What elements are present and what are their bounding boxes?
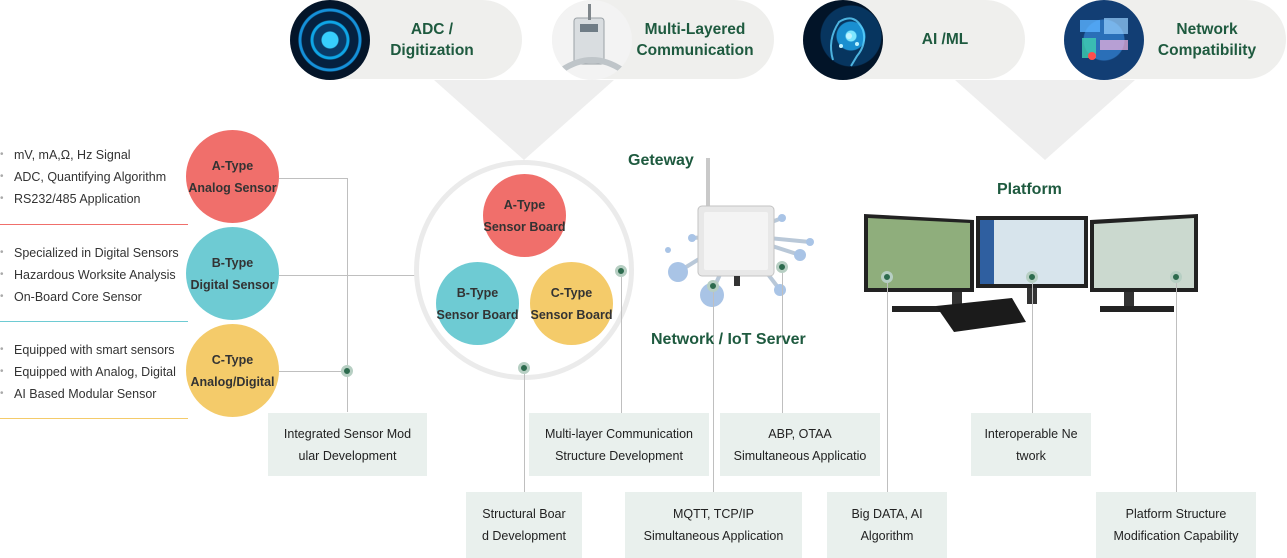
connector: [1176, 283, 1177, 492]
feature-list-a: mV, mA,Ω, Hz Signal ADC, Quantifying Alg…: [0, 144, 166, 210]
feature-item: On-Board Core Sensor: [0, 286, 179, 308]
connector-dot: [1026, 271, 1038, 283]
board-circle-c: C-Type Sensor Board: [530, 262, 613, 345]
board-circle-b: B-Type Sensor Board: [436, 262, 519, 345]
left-chevron: [434, 80, 614, 160]
connector: [524, 374, 525, 492]
capability-multilayer: Multi-layer Communication Structure Deve…: [529, 413, 709, 476]
pill-label-network: Network Compatibility: [1157, 20, 1257, 59]
divider-c: [0, 418, 188, 419]
connector: [621, 277, 622, 413]
connector-dot: [518, 362, 530, 374]
divider-a: [0, 224, 188, 225]
right-chevron: [955, 80, 1135, 160]
feature-item: mV, mA,Ω, Hz Signal: [0, 144, 166, 166]
connector: [347, 178, 348, 412]
gateway-label: Geteway: [628, 152, 694, 169]
sensor-circle-c: C-Type Analog/Digital: [186, 324, 279, 417]
feature-item: Hazardous Worksite Analysis: [0, 264, 179, 286]
feature-item: Equipped with smart sensors: [0, 339, 176, 361]
feature-item: AI Based Modular Sensor: [0, 383, 176, 405]
connector: [713, 292, 714, 492]
chip-circuit-icon: [290, 0, 370, 80]
capability-interoperable: Interoperable Ne twork: [971, 413, 1091, 476]
divider-b: [0, 321, 188, 322]
connector: [279, 371, 347, 372]
network-label: Network / IoT Server: [651, 331, 806, 348]
connector-dot: [1170, 271, 1182, 283]
feature-item: Equipped with Analog, Digital: [0, 361, 176, 383]
sensor-row-c: Equipped with smart sensors Equipped wit…: [0, 325, 290, 419]
gateway-device-icon: [640, 150, 830, 310]
capability-structural-board: Structural Boar d Development: [466, 492, 582, 558]
platform-label: Platform: [997, 181, 1062, 198]
connector-dot: [776, 261, 788, 273]
antenna-device-icon: [552, 0, 632, 80]
pill-label-communication: Multi-Layered Communication: [636, 20, 754, 59]
pill-label-ai: AI /ML: [921, 31, 969, 48]
capability-platform-structure: Platform Structure Modification Capabili…: [1096, 492, 1256, 558]
connector: [1032, 283, 1033, 413]
pill-label-adc: ADC / Digitization: [390, 20, 474, 59]
feature-list-b: Specialized in Digital Sensors Hazardous…: [0, 242, 179, 308]
capability-integrated-sensor: Integrated Sensor Mod ular Development: [268, 413, 427, 476]
connector: [279, 178, 347, 179]
connector-dot: [707, 280, 719, 292]
connector: [279, 275, 415, 276]
board-circle-a: A-Type Sensor Board: [483, 174, 566, 257]
connector-dot: [341, 365, 353, 377]
capability-mqtt: MQTT, TCP/IP Simultaneous Application: [625, 492, 802, 558]
capability-abp-otaa: ABP, OTAA Simultaneous Applicatio: [720, 413, 880, 476]
sensor-circle-b: B-Type Digital Sensor: [186, 227, 279, 320]
sensor-row-b: Specialized in Digital Sensors Hazardous…: [0, 228, 290, 322]
capability-bigdata: Big DATA, AI Algorithm: [827, 492, 947, 558]
sensor-row-a: mV, mA,Ω, Hz Signal ADC, Quantifying Alg…: [0, 130, 290, 224]
ai-brain-icon: [803, 0, 883, 80]
connector: [887, 283, 888, 492]
connector-dot: [615, 265, 627, 277]
feature-item: RS232/485 Application: [0, 188, 166, 210]
feature-list-c: Equipped with smart sensors Equipped wit…: [0, 339, 176, 405]
sensor-circle-a: A-Type Analog Sensor: [186, 130, 279, 223]
feature-item: ADC, Quantifying Algorithm: [0, 166, 166, 188]
feature-item: Specialized in Digital Sensors: [0, 242, 179, 264]
connector-dot: [881, 271, 893, 283]
network-dashboard-icon: [1064, 0, 1144, 80]
connector: [782, 273, 783, 413]
